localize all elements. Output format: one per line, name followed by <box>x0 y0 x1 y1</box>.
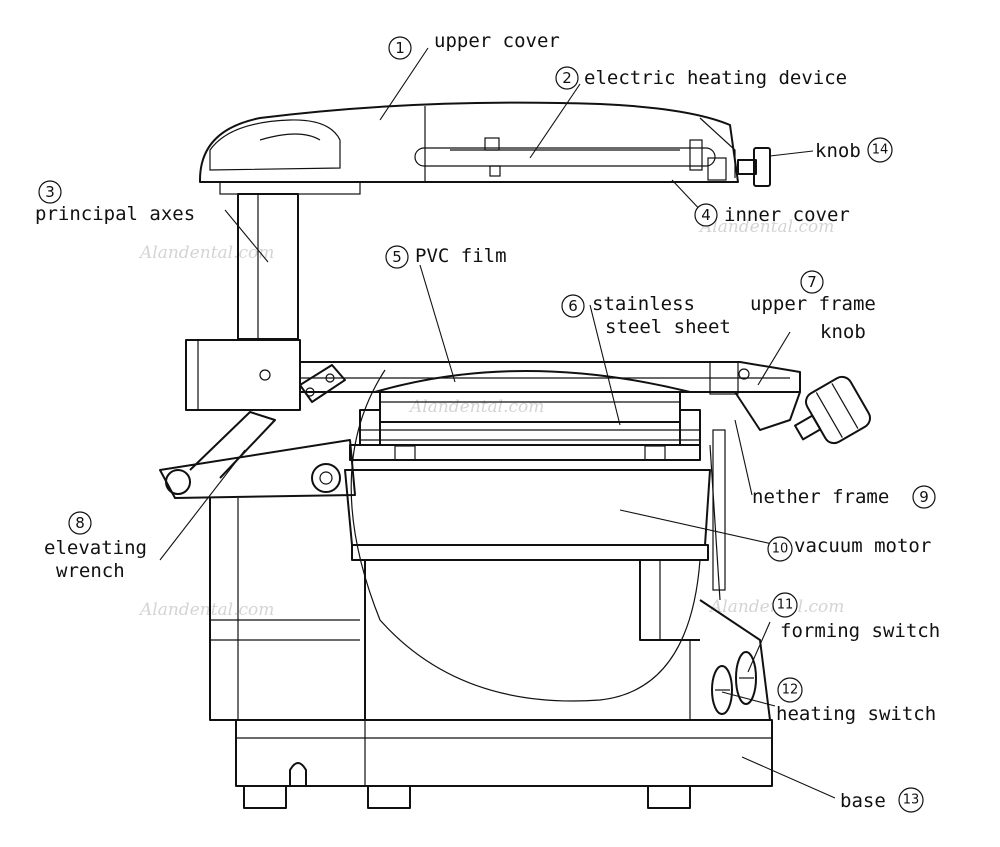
svg-text:14: 14 <box>872 143 889 158</box>
svg-text:5: 5 <box>392 248 402 266</box>
part-11-label: 11 forming switch <box>772 592 940 642</box>
part-2-label: 2 electric heating device <box>555 66 847 90</box>
part-14-label: knob 14 <box>815 137 893 163</box>
svg-text:11: 11 <box>777 598 794 613</box>
part-9-label: nether frame 9 <box>752 485 936 509</box>
svg-text:wrench: wrench <box>56 560 125 582</box>
svg-text:steel sheet: steel sheet <box>605 316 731 338</box>
part-12-label: 12 heating switch <box>776 677 936 725</box>
watermark: Alandental.com <box>138 243 274 263</box>
svg-text:12: 12 <box>782 683 799 698</box>
watermark: Alandental.com <box>138 600 274 620</box>
part-8-label: 8 elevating wrench <box>44 511 147 582</box>
machine-drawing <box>159 101 871 809</box>
svg-text:principal axes: principal axes <box>35 203 195 225</box>
part-5-label: 5 PVC film <box>385 245 507 269</box>
svg-text:1: 1 <box>395 39 405 57</box>
part-7-label: 7 upper frame knob <box>750 270 876 343</box>
svg-text:heating switch: heating switch <box>776 703 936 725</box>
svg-text:9: 9 <box>919 488 929 506</box>
part-10-label: 10 vacuum motor <box>767 535 931 562</box>
svg-text:knob: knob <box>815 140 861 162</box>
svg-text:8: 8 <box>75 514 85 532</box>
svg-text:3: 3 <box>45 183 55 201</box>
svg-text:base: base <box>840 790 886 812</box>
svg-text:vacuum motor: vacuum motor <box>794 535 931 557</box>
svg-text:forming switch: forming switch <box>780 620 940 642</box>
svg-text:electric heating device: electric heating device <box>584 67 847 89</box>
leader-lines <box>159 47 836 799</box>
svg-text:nether frame: nether frame <box>752 486 889 508</box>
svg-text:13: 13 <box>903 793 920 808</box>
part-6-label: 6 stainless steel sheet <box>561 293 731 338</box>
svg-text:PVC film: PVC film <box>415 245 507 267</box>
svg-text:4: 4 <box>701 206 711 224</box>
svg-text:stainless: stainless <box>592 293 695 315</box>
watermark: Alandental.com <box>698 217 834 237</box>
watermark: Alandental.com <box>408 397 544 417</box>
svg-text:elevating: elevating <box>44 537 147 559</box>
part-1-label: 1 upper cover <box>388 30 560 60</box>
svg-text:2: 2 <box>562 69 572 87</box>
svg-text:6: 6 <box>568 297 578 315</box>
svg-text:inner cover: inner cover <box>724 204 850 226</box>
svg-text:upper frame: upper frame <box>750 293 876 315</box>
part-3-label: 3 principal axes <box>35 180 195 225</box>
part-4-label: 4 inner cover <box>694 203 850 227</box>
svg-text:7: 7 <box>807 273 817 291</box>
svg-text:knob: knob <box>820 321 866 343</box>
svg-text:10: 10 <box>772 542 789 557</box>
part-13-label: base 13 <box>840 787 924 813</box>
svg-text:upper cover: upper cover <box>434 30 560 52</box>
